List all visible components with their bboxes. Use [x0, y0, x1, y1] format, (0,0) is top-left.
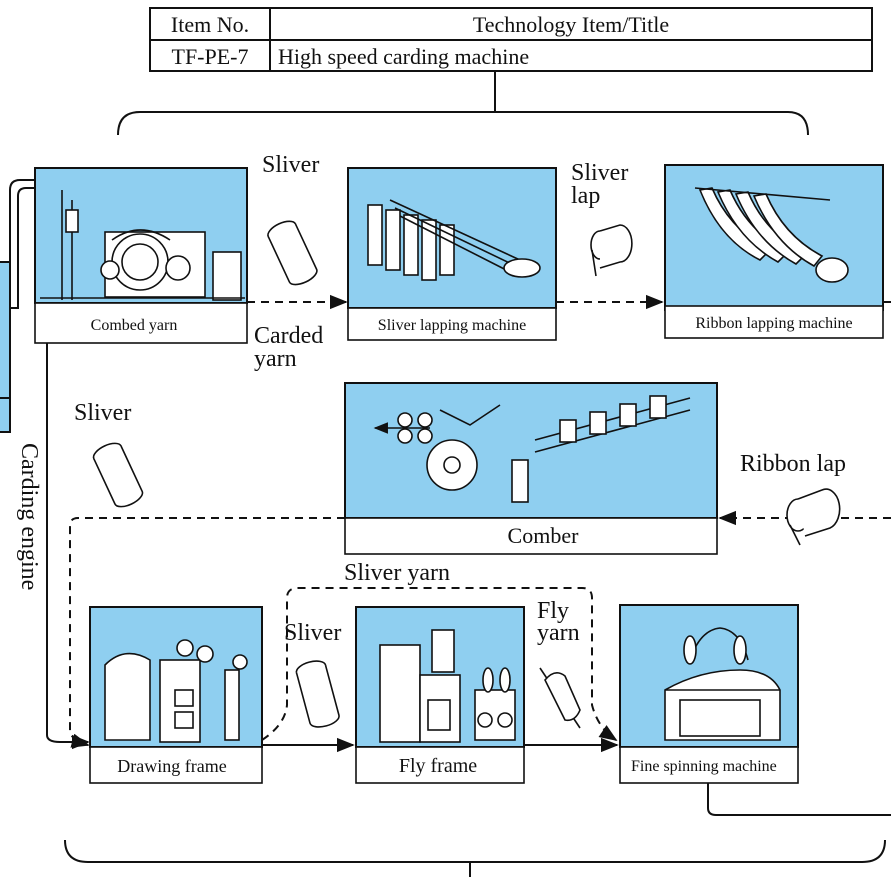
sliver-can-icon-bottom: [295, 658, 341, 730]
machine-fly-frame: Fly frame: [356, 607, 524, 783]
label-sliver-yarn: Sliver yarn: [344, 560, 450, 586]
drawing-frame-caption: Drawing frame: [117, 756, 226, 776]
sliver-lap-icon: [591, 225, 632, 276]
machine-combed-yarn: Combed yarn: [35, 168, 247, 343]
sliver-can-icon-left: [91, 440, 145, 511]
combed-yarn-caption: Combed yarn: [91, 317, 178, 334]
machine-drawing-frame: Drawing frame: [90, 607, 262, 783]
label-carded-line2: yarn: [254, 346, 297, 372]
item-title: High speed carding machine: [278, 44, 529, 69]
ribbon-lapping-caption: Ribbon lapping machine: [695, 315, 852, 332]
label-sliver-left: Sliver: [74, 400, 131, 426]
header-col2-heading: Technology Item/Title: [473, 12, 669, 37]
label-sliver-top: Sliver: [262, 152, 319, 178]
fine-spinning-caption: Fine spinning machine: [631, 758, 777, 775]
sliver-can-icon-top: [265, 218, 319, 289]
label-fly-yarn-line2: yarn: [537, 620, 580, 646]
fly-frame-caption: Fly frame: [399, 755, 477, 777]
label-sliver-lap-line2: lap: [571, 183, 600, 209]
machine-sliver-lapping: Sliver lapping machine: [348, 168, 556, 340]
item-number: TF-PE-7: [172, 44, 249, 69]
comber-caption: Comber: [508, 523, 580, 548]
header-col1-heading: Item No.: [171, 12, 249, 37]
carding-engine-label: Carding engine: [16, 443, 42, 590]
machine-fine-spinning: Fine spinning machine: [620, 605, 798, 783]
machine-comber: Comber: [345, 383, 717, 554]
machine-ribbon-lapping: Ribbon lapping machine: [665, 165, 883, 338]
header-table: Item No. Technology Item/Title TF-PE-7 H…: [150, 8, 872, 71]
top-brace: [118, 71, 808, 135]
bottom-brace: [65, 840, 885, 877]
fly-yarn-bobbin-icon: [540, 668, 580, 728]
label-sliver-bottom: Sliver: [284, 620, 341, 646]
sliver-lapping-caption: Sliver lapping machine: [378, 317, 526, 334]
ribbon-lap-icon: [787, 489, 840, 545]
label-ribbon-lap: Ribbon lap: [740, 451, 846, 477]
